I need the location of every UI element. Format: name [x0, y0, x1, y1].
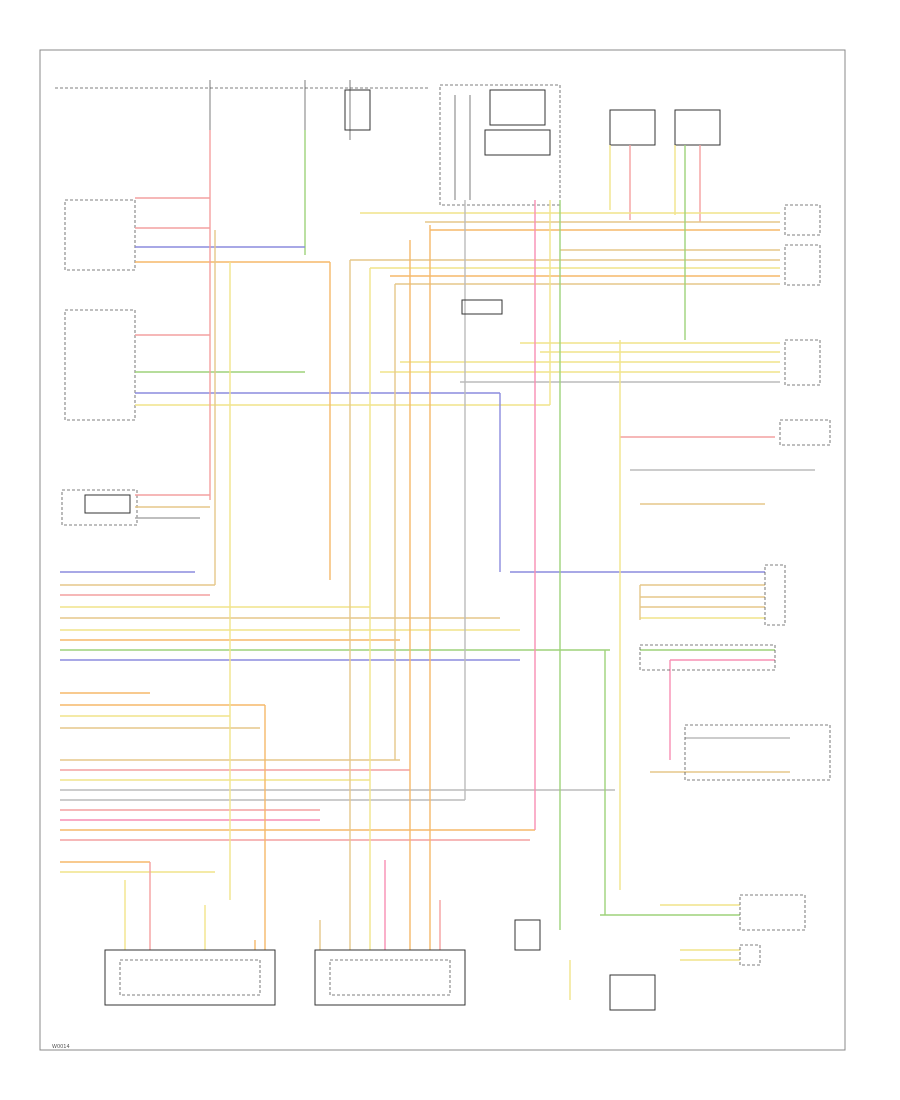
top-right-relays [609, 109, 721, 222]
left-switch-assembly [61, 199, 138, 526]
top-power-feeds [55, 80, 430, 255]
bottom-actuators [104, 949, 466, 1006]
horizontal-wires [60, 197, 615, 873]
mid-components [461, 299, 656, 1011]
diagram-code: W0014 [52, 1044, 70, 1050]
diagram-frame [39, 49, 846, 1051]
right-connectors [639, 204, 831, 966]
center-relay-module [439, 84, 561, 206]
right-bus-wires [350, 212, 815, 961]
